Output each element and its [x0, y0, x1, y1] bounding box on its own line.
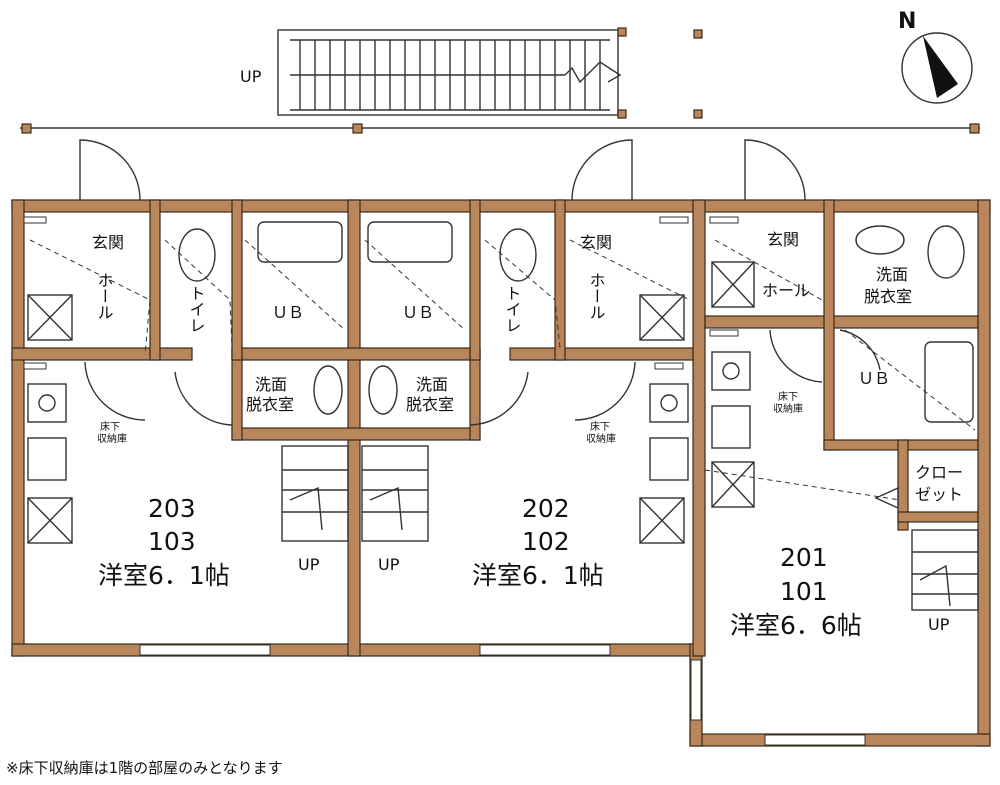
label-washroom1-201: 洗面	[876, 265, 908, 284]
dashed-guides	[29, 239, 976, 501]
unit-202-upper: 202	[522, 494, 570, 523]
north-compass	[901, 32, 973, 104]
compass-label: N	[898, 9, 916, 34]
label-washroom2-201: 脱衣室	[864, 287, 912, 306]
corridor	[20, 123, 980, 201]
label-stair-up-203: UP	[298, 555, 320, 574]
label-stair-up-202: UP	[378, 555, 400, 574]
label-genkan-202: 玄関	[580, 233, 612, 252]
unit-202-room: 洋室6．1帖	[472, 561, 604, 590]
label-ub-203: ＵＢ	[272, 303, 304, 322]
label-closet2-201: ゼット	[915, 485, 963, 504]
label-stair-up-external: UP	[240, 67, 262, 86]
label-washroom1-202: 洗面	[416, 375, 448, 394]
fixtures	[27, 221, 979, 611]
unit-203-upper: 203	[148, 494, 196, 523]
label-ub-202: ＵＢ	[402, 303, 434, 322]
unit-203-lower: 103	[148, 527, 196, 556]
label-underfloor2-203: 収納庫	[97, 432, 127, 445]
label-underfloor1-202: 床下	[590, 420, 610, 433]
label-ub-201: ＵＢ	[858, 369, 890, 388]
label-toilet-202: トイレ	[503, 285, 522, 333]
unit-202-lower: 102	[522, 527, 570, 556]
label-washroom1-203: 洗面	[255, 375, 287, 394]
label-underfloor1-203: 床下	[100, 420, 120, 433]
label-genkan-201: 玄関	[767, 230, 799, 249]
unit-201-lower: 101	[780, 577, 828, 606]
unit-201-room: 洋室6．6帖	[730, 611, 862, 640]
label-toilet-203: トイレ	[187, 285, 206, 333]
label-hall-201: ホール	[762, 281, 810, 300]
footnote: ※床下収納庫は1階の部屋のみとなります	[6, 759, 283, 777]
label-underfloor2-201: 収納庫	[773, 402, 803, 415]
label-hall-203: ホール	[95, 272, 114, 320]
label-hall-202: ホール	[587, 272, 606, 320]
label-washroom2-202: 脱衣室	[406, 395, 454, 414]
label-closet1-201: クロー	[915, 463, 963, 482]
label-washroom2-203: 脱衣室	[246, 395, 294, 414]
label-underfloor2-202: 収納庫	[586, 432, 616, 445]
windows	[23, 216, 866, 746]
interior-walls	[11, 199, 979, 657]
label-underfloor1-201: 床下	[778, 390, 798, 403]
external-staircase	[277, 27, 703, 119]
unit-201-upper: 201	[780, 543, 828, 572]
label-genkan-203: 玄関	[92, 233, 124, 252]
unit-203-room: 洋室6．1帖	[98, 561, 230, 590]
label-stair-up-201: UP	[928, 615, 950, 634]
